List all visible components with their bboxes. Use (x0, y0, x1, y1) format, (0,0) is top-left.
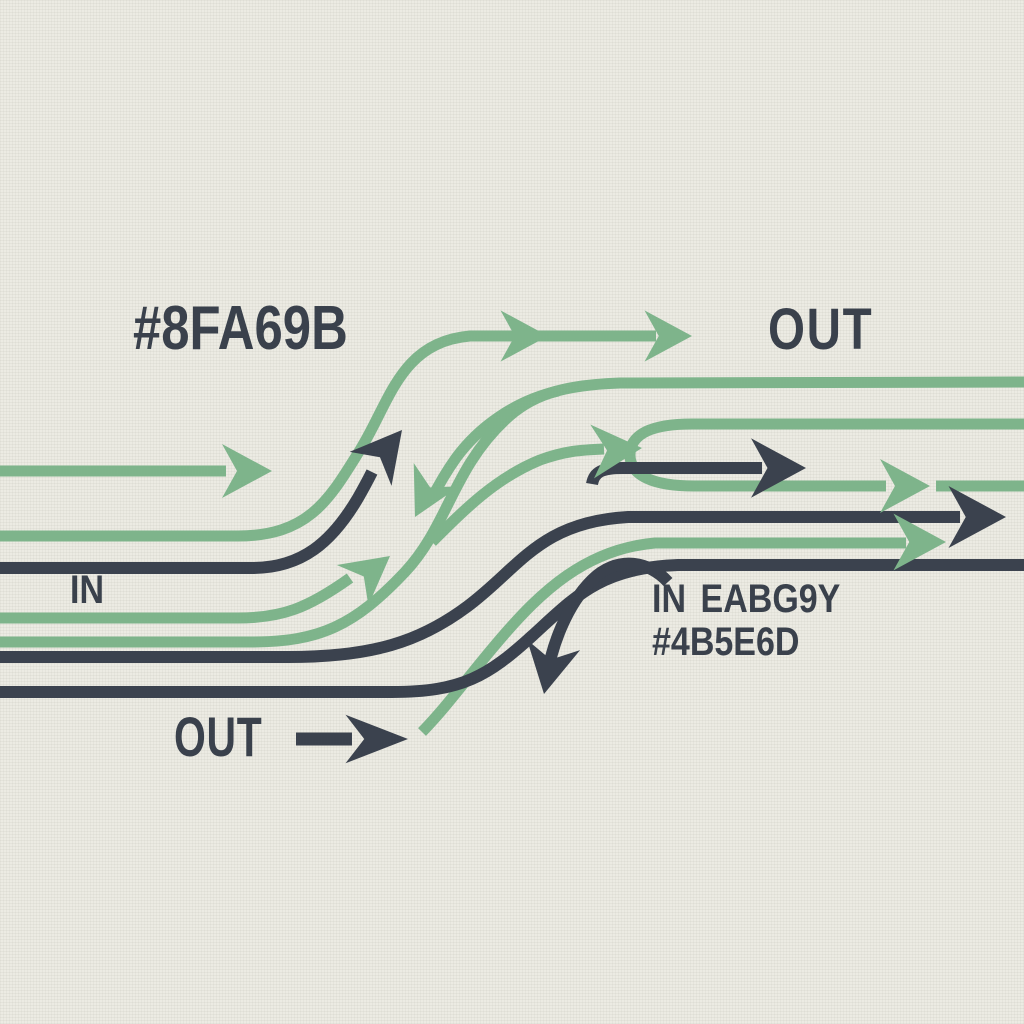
arrowhead-right-icon (880, 459, 930, 513)
label-color-code-green: #8FA69B (133, 294, 348, 363)
green-hairpin-line (624, 418, 1024, 492)
dark-flow-line-s-curve-lower (0, 559, 1024, 698)
arrowhead-right-icon (345, 714, 408, 764)
arrowhead-up-right-icon (336, 556, 390, 606)
label-in-left: IN (70, 568, 104, 612)
arrowhead-right-icon (893, 513, 946, 571)
label-out-top: OUT (768, 297, 874, 362)
green-flow-line-from-out-arrow (418, 537, 906, 736)
green-flow-line-mid-rise (0, 573, 354, 624)
green-flow-branch-down (426, 385, 560, 503)
arrowhead-up-right-icon (349, 430, 402, 486)
green-flow-line-center-rise (428, 443, 605, 546)
label-in-right-code: IN EABG9Y (652, 577, 841, 621)
arrowhead-right-icon (644, 310, 692, 362)
green-flow-line-top-s-curve (0, 330, 656, 542)
arrowhead-right-icon (751, 438, 806, 498)
dark-flow-arc-down (541, 557, 673, 678)
dark-flow-line-up-rise (0, 469, 378, 574)
arrowhead-right-icon (222, 444, 272, 498)
label-out-bottom: OUT (174, 705, 263, 768)
label-color-code-dark: #4B5E6D (652, 620, 800, 664)
arrowhead-right-icon (590, 424, 642, 479)
arrowhead-right-icon (500, 310, 548, 362)
arrowhead-down-left-icon (413, 463, 460, 517)
arrowhead-down-icon (527, 639, 581, 694)
arrowhead-right-icon (948, 485, 1006, 549)
dark-flow-line-s-curve-upper (0, 511, 960, 663)
